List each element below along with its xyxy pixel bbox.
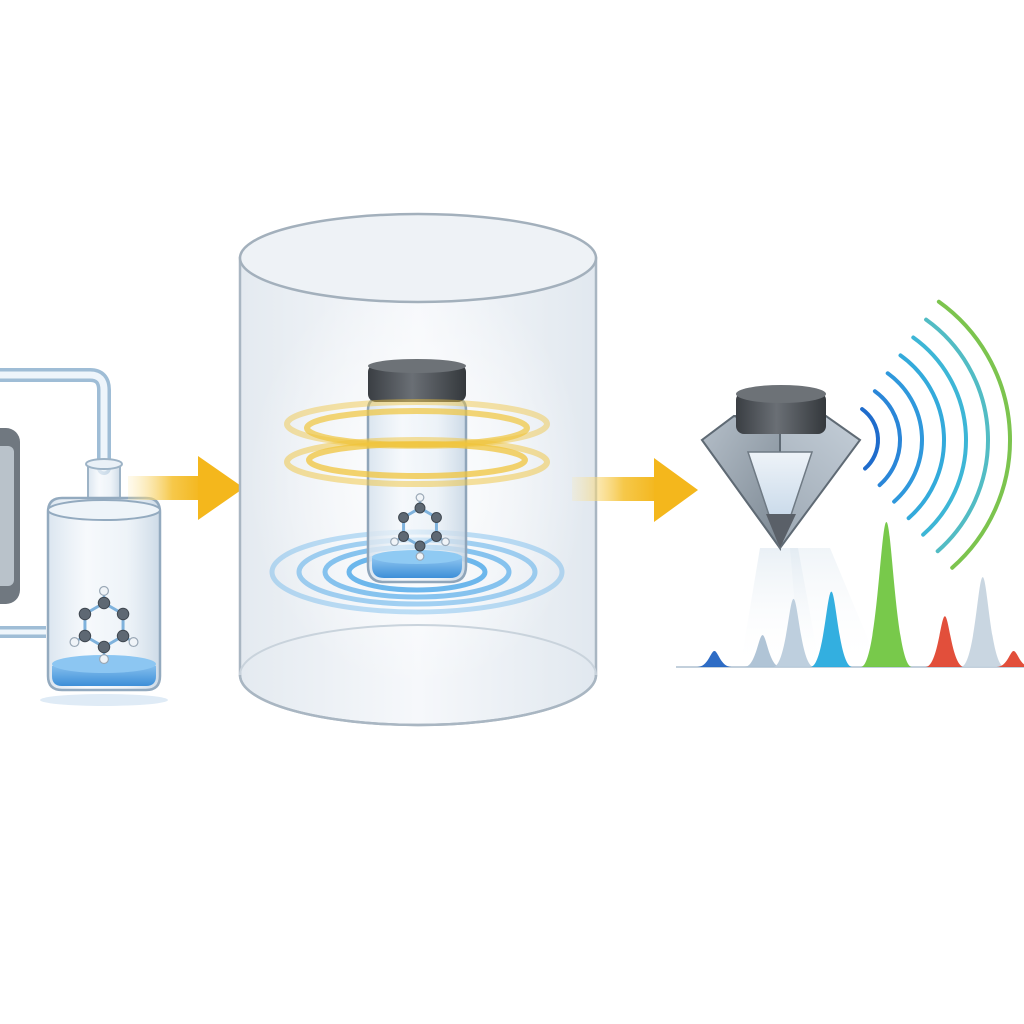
hydrogen-atom <box>390 537 399 547</box>
arrow-to-detection <box>572 458 698 522</box>
signal-waves-icon <box>860 299 1012 570</box>
carbon-atom <box>431 512 442 523</box>
field-rings-icon <box>284 399 550 487</box>
stage-sample-prep <box>0 368 168 706</box>
signal-arc <box>898 353 946 521</box>
carbon-atom <box>78 629 92 643</box>
signal-arc <box>860 407 880 471</box>
hydrogen-atom <box>128 637 139 648</box>
signal-arc <box>911 335 968 537</box>
carbon-atom <box>398 512 409 523</box>
field-ring <box>284 437 550 487</box>
field-ring <box>306 441 528 479</box>
hydrogen-atom <box>415 552 425 561</box>
hydrogen-atom <box>415 493 425 502</box>
spectrum-peak <box>996 651 1024 667</box>
gas-tank-icon <box>0 428 20 604</box>
stage-detection <box>676 299 1024 668</box>
stage-chamber <box>238 212 598 727</box>
hydrogen-atom <box>98 585 109 596</box>
spectrum-peak <box>697 651 732 667</box>
hydrogen-atom <box>69 637 80 648</box>
arrow-to-chamber <box>128 456 244 520</box>
signal-arc <box>885 371 924 504</box>
carbon-atom <box>116 607 130 621</box>
spectrum-peak <box>960 577 1005 667</box>
spectrum-peak <box>925 616 965 667</box>
molecule-icon <box>69 585 139 665</box>
spectrum-peak <box>810 591 853 667</box>
spectrum-peak <box>773 598 815 667</box>
signal-arc <box>936 299 1012 570</box>
carbon-atom <box>116 629 130 643</box>
hydrogen-atom <box>441 537 450 547</box>
signal-arc <box>872 389 902 488</box>
spectrum-peak <box>744 635 781 667</box>
spectrum-peak <box>860 522 912 667</box>
signal-arc <box>924 317 990 554</box>
carbon-atom <box>414 540 426 552</box>
carbon-atom <box>97 596 111 610</box>
carbon-atom <box>398 531 409 542</box>
molecule-icon <box>390 493 450 561</box>
spectrum-chart <box>676 522 1024 668</box>
carbon-atom <box>431 531 442 542</box>
carbon-atom <box>97 640 111 654</box>
carbon-atom <box>78 607 92 621</box>
gas-tube-highlight <box>0 371 108 472</box>
carbon-atom <box>414 502 426 514</box>
hydrogen-atom <box>98 654 109 665</box>
diamond-sensor-icon <box>700 385 862 552</box>
